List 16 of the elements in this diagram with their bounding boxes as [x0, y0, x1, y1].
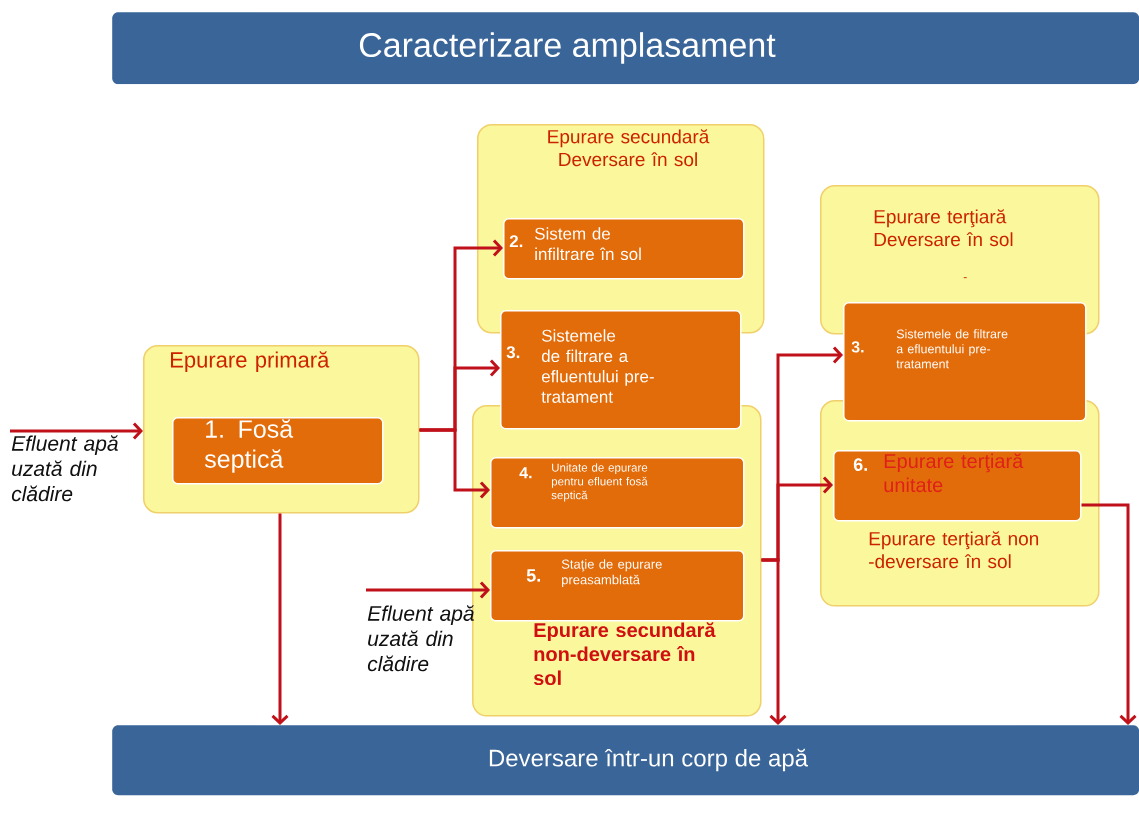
process-box: 1. Fosă septică [172, 417, 384, 485]
arrow [10, 422, 143, 440]
arrow [419, 428, 490, 499]
process-box: 2. Sistem de infiltrare în sol [503, 218, 745, 280]
process-box: 4. Unitate de epurare pentru efluent fosă septică [490, 457, 745, 529]
arrow [366, 581, 490, 599]
process-box: 6. Epurare terţiară unitate [833, 450, 1082, 522]
arrow [271, 513, 289, 725]
process-box: 5. Staţie de epurare preasamblată [490, 550, 745, 622]
arrow [761, 558, 787, 725]
process-box: 3. Sistemele de filtrare a efluentului pre-tratament [500, 310, 742, 430]
arrow [1081, 503, 1137, 725]
title-bar: Caracterizare amplasament [112, 12, 1139, 85]
process-box: 3. Sistemele de filtrare a efluentului pre-tratament [843, 302, 1087, 422]
inflow-label: Efluent apă uzată din clădire [11, 435, 118, 502]
discharge-bar: Deversare într-un corp de apă [112, 725, 1139, 796]
